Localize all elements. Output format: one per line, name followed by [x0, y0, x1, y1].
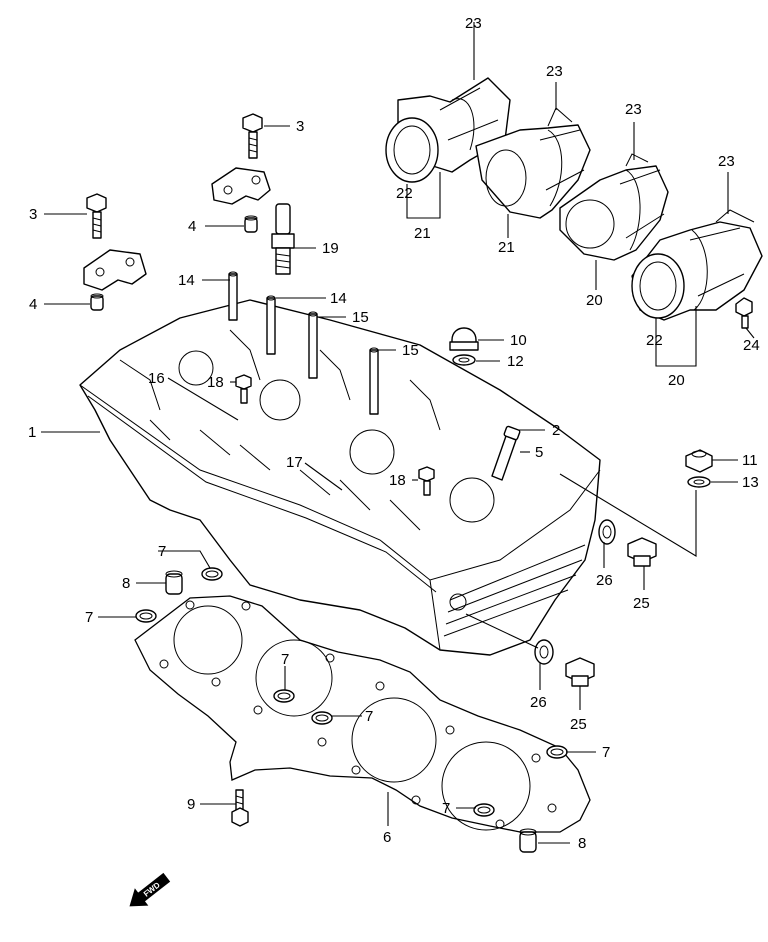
callout-15-b: 15 — [402, 342, 419, 359]
callout-10: 10 — [510, 332, 527, 349]
o-ring-7b — [135, 609, 157, 623]
cylinder-head-gasket — [134, 595, 591, 833]
o-ring-7d — [311, 711, 333, 725]
callout-14-b: 14 — [330, 290, 347, 307]
callout-23-a: 23 — [465, 15, 482, 32]
callout-21-b: 21 — [498, 239, 515, 256]
callout-7-f: 7 — [442, 800, 450, 817]
callout-21-a: 21 — [414, 225, 431, 242]
callout-4-left: 4 — [29, 296, 37, 313]
callout-17: 17 — [286, 454, 303, 471]
callout-2: 2 — [552, 422, 560, 439]
callout-3-upper: 3 — [296, 118, 304, 135]
callout-11: 11 — [742, 452, 758, 469]
dowel-pin-upper — [244, 215, 258, 233]
plug-upper — [627, 537, 657, 567]
plug-gasket-lower — [534, 639, 554, 665]
callout-7-c: 7 — [281, 651, 289, 668]
o-ring-7c — [273, 689, 295, 703]
callout-8-a: 8 — [122, 575, 130, 592]
callout-8-b: 8 — [578, 835, 586, 852]
washer-12 — [452, 354, 476, 366]
callout-14-a: 14 — [178, 272, 195, 289]
callout-26-a: 26 — [596, 572, 613, 589]
callout-7-b: 7 — [85, 609, 93, 626]
dowel-pin-8b — [519, 828, 537, 853]
cap-nut — [449, 327, 479, 351]
plug-lower — [565, 657, 595, 687]
spark-plug — [271, 203, 295, 275]
callout-13: 13 — [742, 474, 759, 491]
stud-bolt-15b — [369, 347, 379, 415]
intake-pipe-3 — [559, 153, 669, 261]
callout-3-left: 3 — [29, 206, 37, 223]
callout-24: 24 — [743, 337, 760, 354]
stud-bolt-15a — [308, 311, 318, 379]
forward-direction-arrow: FWD — [129, 872, 171, 907]
leader-lines — [41, 22, 755, 844]
nut-11 — [685, 449, 713, 473]
o-ring-7a — [201, 567, 223, 581]
bolt-18a — [235, 374, 252, 404]
callout-25-a: 25 — [633, 595, 650, 612]
o-ring-7f — [473, 803, 495, 817]
pipe-fitting — [491, 425, 521, 481]
callout-26-b: 26 — [530, 694, 547, 711]
bolt-upper — [242, 113, 263, 159]
callout-7-a: 7 — [158, 543, 166, 560]
camshaft-holder-left — [83, 249, 147, 291]
callout-16: 16 — [148, 370, 165, 387]
callout-7-e: 7 — [602, 744, 610, 761]
callout-23-b: 23 — [546, 63, 563, 80]
callout-12: 12 — [507, 353, 524, 370]
bolt-left — [86, 193, 107, 239]
callout-18-a: 18 — [207, 374, 224, 391]
callout-9: 9 — [187, 796, 195, 813]
intake-pipe-4 — [631, 209, 763, 321]
callout-22-b: 22 — [646, 332, 663, 349]
stud-bolt-14b — [266, 295, 276, 355]
washer-13 — [687, 476, 711, 488]
callout-7-d: 7 — [365, 708, 373, 725]
callout-18-b: 18 — [389, 472, 406, 489]
bolt-24 — [735, 297, 753, 329]
callout-20-b: 20 — [668, 372, 685, 389]
callout-20-a: 20 — [586, 292, 603, 309]
callout-15-a: 15 — [352, 309, 369, 326]
callout-23-c: 23 — [625, 101, 642, 118]
o-ring-7e — [546, 745, 568, 759]
callout-6: 6 — [383, 829, 391, 846]
callout-5: 5 — [535, 444, 543, 461]
stud-bolt-14a — [228, 271, 238, 321]
plug-gasket-upper — [598, 519, 616, 545]
callout-23-d: 23 — [718, 153, 735, 170]
callout-19: 19 — [322, 240, 339, 257]
callout-4-upper: 4 — [188, 218, 196, 235]
camshaft-holder-upper — [211, 167, 271, 205]
callouts: 1 2 3 3 4 4 5 6 7 7 7 7 7 7 8 8 9 10 11 … — [28, 15, 760, 852]
bolt-18b — [418, 466, 435, 496]
callout-22-a: 22 — [396, 185, 413, 202]
callout-25-b: 25 — [570, 716, 587, 733]
dowel-pin-left — [90, 293, 104, 311]
dowel-pin-8a — [165, 570, 183, 595]
bolt-9 — [231, 789, 249, 827]
callout-1: 1 — [28, 424, 36, 441]
cylinder-head — [79, 299, 601, 656]
